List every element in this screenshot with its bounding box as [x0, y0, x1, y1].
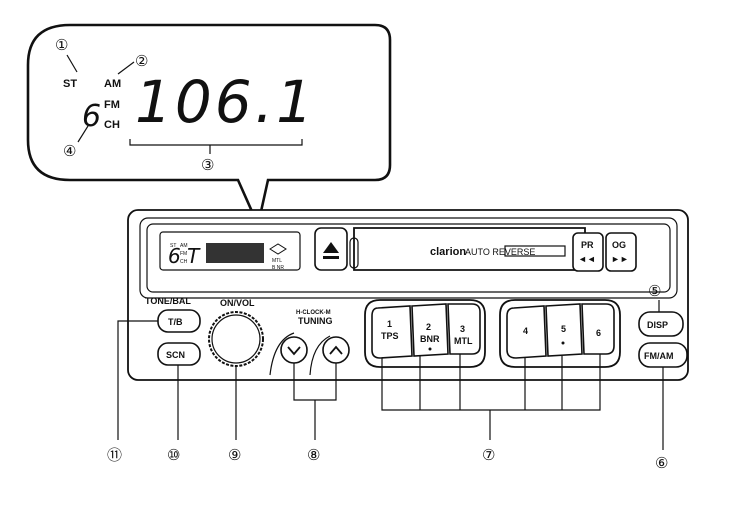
small-lcd-fm: FM [180, 251, 187, 257]
preset-button-1[interactable]: 1 TPS [371, 305, 413, 359]
callout-3: ③ [201, 157, 214, 174]
pr-label: PR [581, 240, 594, 250]
svg-text:TPS: TPS [381, 331, 399, 341]
preset-button-3[interactable]: 3 MTL [447, 303, 481, 355]
small-lcd-am: AM [180, 243, 188, 249]
display-frequency: 106.1 [135, 68, 316, 136]
display-indicator-fm: FM [104, 99, 120, 111]
og-ff-button[interactable]: OG ►► [605, 232, 637, 272]
tuning-label: TUNING [298, 316, 333, 326]
small-lcd-bnr: B NR [272, 265, 284, 271]
tuning-down-button[interactable] [280, 336, 308, 364]
og-label: OG [612, 240, 626, 250]
callout-7: ⑦ [482, 447, 495, 464]
disp-button[interactable]: DISP [638, 311, 684, 337]
preset-button-5[interactable]: 5 [545, 303, 583, 357]
tb-button[interactable]: T/B [157, 309, 201, 333]
small-lcd-mtl: MTL [272, 258, 282, 264]
callout-8: ⑧ [307, 447, 320, 464]
callout-4: ④ [63, 143, 76, 160]
small-lcd-st: ST [170, 243, 176, 249]
pr-rewind-button[interactable]: PR ◄◄ [572, 232, 604, 272]
display-channel-digit: 6 [82, 99, 101, 134]
svg-text:3: 3 [460, 324, 465, 334]
callout-2: ② [135, 53, 148, 70]
auto-reverse-label: AUTO REVERSE [465, 247, 535, 257]
chevron-down-icon [287, 346, 301, 356]
brand-logo: clarion [430, 246, 466, 258]
display-callout-bubble [26, 23, 392, 230]
svg-text:FM/AM: FM/AM [644, 351, 674, 361]
svg-text:6: 6 [596, 328, 601, 338]
callout-11: ⑪ [107, 447, 122, 464]
preset-button-4[interactable]: 4 [506, 305, 547, 359]
eject-button[interactable] [314, 227, 348, 271]
svg-text:SCN: SCN [166, 350, 185, 360]
display-indicator-ch: CH [104, 119, 120, 131]
preset-group-left [364, 299, 486, 368]
small-lcd-main: 6 T [168, 244, 201, 268]
callout-5: ⑤ [648, 283, 661, 300]
callout-9: ⑨ [228, 447, 241, 464]
on-vol-label: ON/VOL [220, 298, 255, 308]
small-lcd-ch: CH [180, 259, 188, 265]
svg-text:5: 5 [561, 324, 566, 334]
display-indicator-am: AM [104, 78, 121, 90]
svg-text:2: 2 [426, 322, 431, 332]
preset-button-6[interactable]: 6 [581, 303, 615, 355]
preset-group-right [499, 299, 621, 368]
preset-button-2[interactable]: 2 BNR [411, 303, 449, 357]
fm-am-button[interactable]: FM/AM [638, 342, 688, 368]
svg-text:DISP: DISP [647, 320, 668, 330]
svg-text:1: 1 [387, 319, 392, 329]
volume-knob[interactable] [208, 311, 264, 367]
callout-10: ⑩ [167, 447, 180, 464]
chevron-up-icon [329, 345, 343, 355]
svg-text:4: 4 [523, 326, 528, 336]
small-lcd-display: 6 T ST AM FM CH MTL B NR [159, 231, 301, 271]
tuning-up-button[interactable] [322, 336, 350, 364]
callout-1: ① [55, 37, 68, 54]
fast-forward-icon: ►► [611, 254, 629, 264]
scn-button[interactable]: SCN [157, 342, 201, 366]
rewind-icon: ◄◄ [578, 254, 596, 264]
callout-6: ⑥ [655, 455, 668, 472]
display-indicator-st: ST [63, 78, 77, 90]
hclock-label: H-CLOCK-M [296, 310, 331, 316]
svg-text:MTL: MTL [454, 336, 473, 346]
svg-text:T/B: T/B [168, 317, 183, 327]
tone-bal-label: TONE/BAL [145, 296, 191, 306]
svg-text:BNR: BNR [420, 334, 440, 344]
